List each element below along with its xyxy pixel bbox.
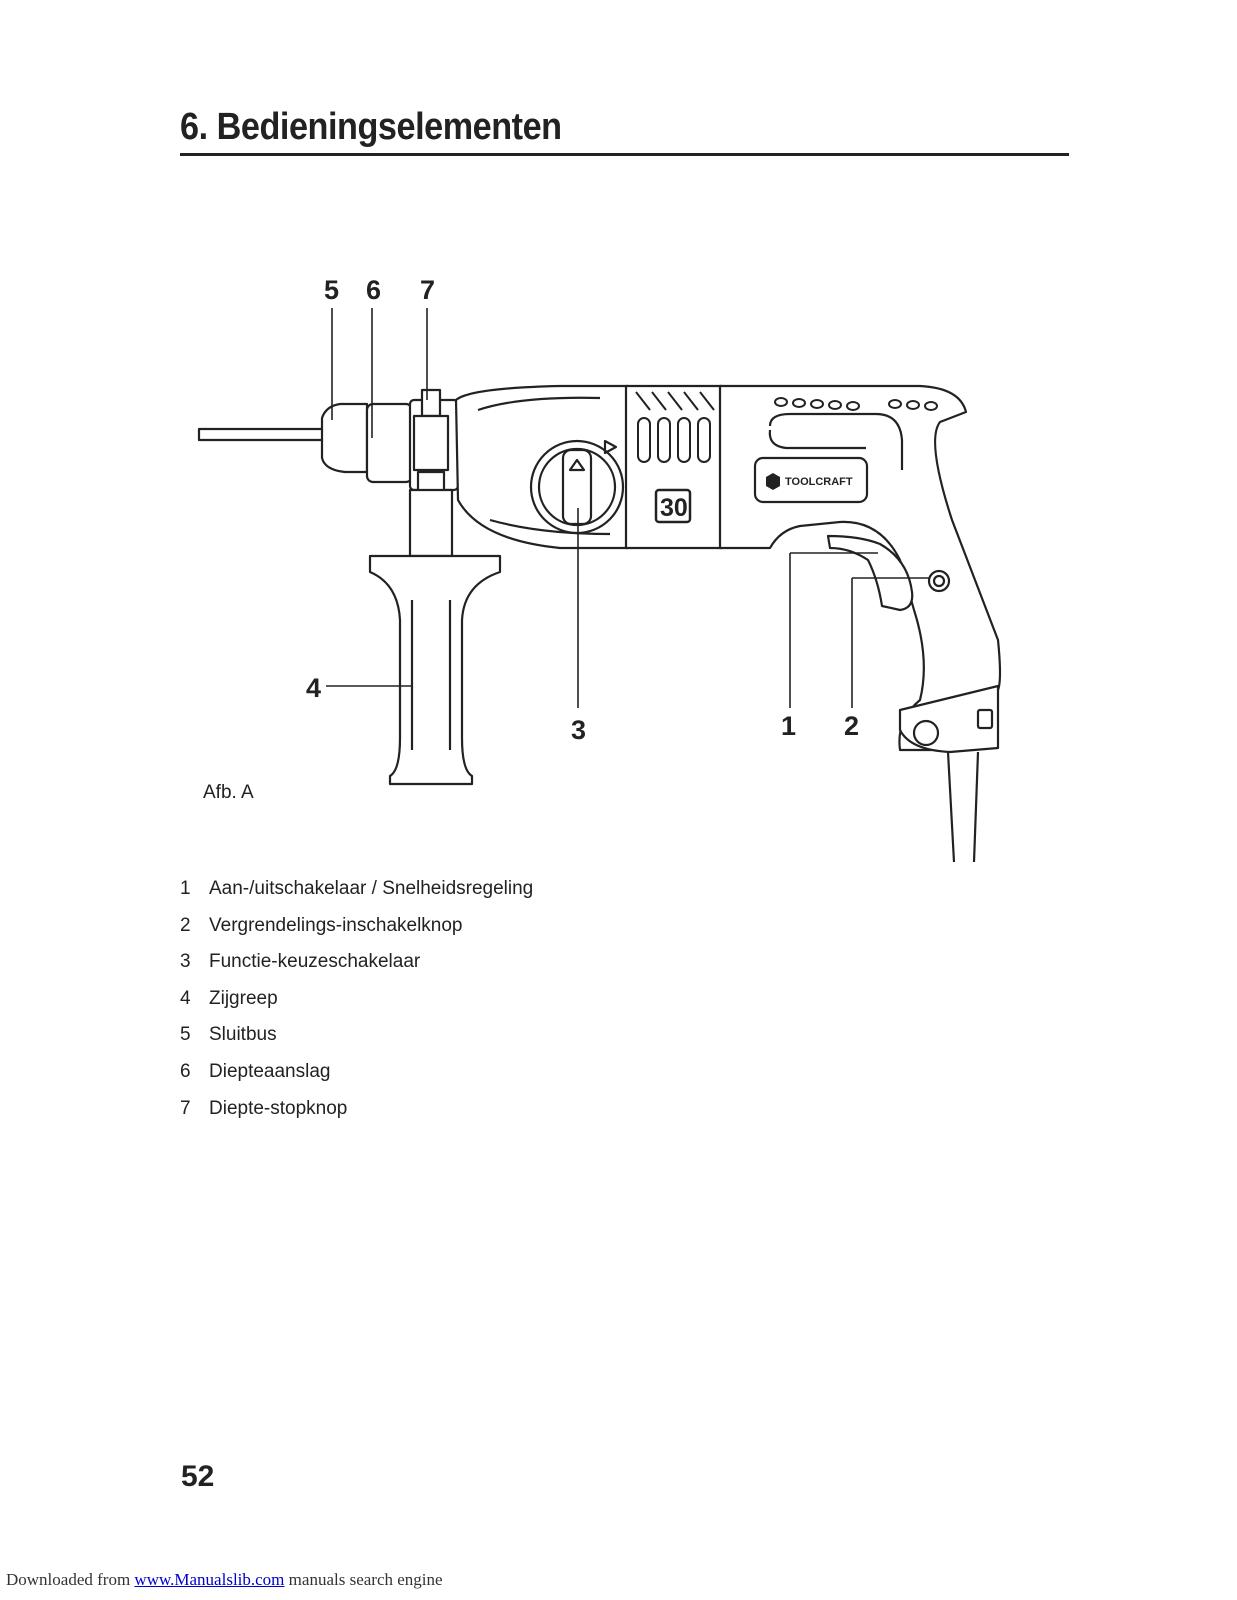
chuck-sleeve	[320, 402, 369, 474]
vents	[635, 391, 715, 463]
legend-number: 3	[180, 951, 191, 973]
legend-item: 6 Diepteaanslag	[180, 1061, 533, 1098]
legend-item: 4 Zijgreep	[180, 988, 533, 1025]
callout-3: 3	[571, 715, 586, 745]
callout-1: 1	[781, 711, 796, 741]
legend-item: 2 Vergrendelings-inschakelknop	[180, 915, 533, 952]
brand-plate	[753, 456, 869, 504]
leader-lines	[326, 308, 930, 708]
side-handle	[368, 554, 502, 786]
speed-badge: 30	[660, 494, 688, 522]
legend-label: Functie-keuzeschakelaar	[209, 951, 421, 973]
legend-item: 1 Aan-/uitschakelaar / Snelheidsregeling	[180, 878, 533, 915]
callout-7: 7	[420, 275, 435, 305]
callout-labels: 5 6 7 4 3 1 2	[306, 275, 859, 745]
depth-stop-knob	[420, 388, 442, 418]
section-title: 6. Bedieningselementen	[180, 106, 562, 148]
legend-label: Diepteaanslag	[209, 1060, 331, 1082]
rotary-hammer-figure: 5 6 7 4 3 1 2 TOOLCRAFT 30	[197, 275, 1002, 863]
callout-4: 4	[306, 673, 321, 703]
legend-label: Diepte-stopknop	[209, 1097, 348, 1119]
motor-housing	[624, 384, 724, 550]
legend-number: 1	[180, 878, 191, 899]
callout-6: 6	[366, 275, 381, 305]
legend-label: Sluitbus	[209, 1024, 277, 1046]
legend-number: 7	[180, 1097, 191, 1119]
legend-number: 6	[180, 1060, 191, 1082]
brand-name: TOOLCRAFT	[785, 476, 853, 488]
callout-2: 2	[844, 711, 859, 741]
trigger	[826, 534, 914, 612]
legend-number: 2	[180, 914, 191, 936]
legend-item: 7 Diepte-stopknop	[180, 1098, 533, 1135]
callout-5: 5	[324, 275, 339, 305]
page-number: 52	[181, 1460, 215, 1493]
figure-caption: Afb. A	[203, 782, 254, 803]
download-footer: Downloaded from www.Manualslib.com manua…	[6, 1570, 443, 1590]
legend-number: 5	[180, 1024, 191, 1046]
footer-prefix: Downloaded from	[6, 1570, 135, 1589]
legend-item: 5 Sluitbus	[180, 1024, 533, 1061]
brand-logo-icon	[766, 473, 780, 490]
manualslib-link[interactable]: www.Manualslib.com	[134, 1570, 285, 1589]
title-rule	[180, 153, 1069, 156]
legend-item: 3 Functie-keuzeschakelaar	[180, 951, 533, 988]
legend-label: Zijgreep	[209, 987, 278, 1009]
footer-suffix: manuals search engine	[284, 1570, 443, 1589]
legend-label: Vergrendelings-inschakelknop	[209, 914, 463, 936]
legend-number: 4	[180, 987, 191, 1009]
legend-label: Aan-/uitschakelaar / Snelheidsregeling	[209, 878, 534, 899]
lock-button	[927, 569, 951, 593]
